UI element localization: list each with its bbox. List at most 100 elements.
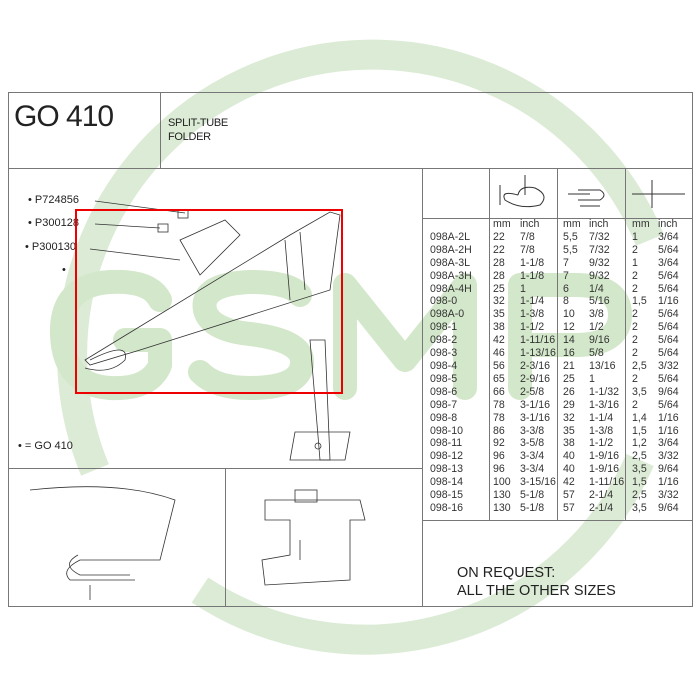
- table-cell: 1,4: [632, 411, 647, 424]
- table-cell: 098-12: [430, 450, 463, 463]
- table-cell: 7/32: [589, 243, 610, 256]
- table-cell: 1-11/16: [589, 476, 625, 489]
- table-cell: 1-11/16: [520, 334, 556, 347]
- table-cell: 1-13/16: [520, 347, 556, 360]
- table-cell: 2,5: [632, 359, 647, 372]
- table-cell: 1/4: [589, 282, 604, 295]
- table-cell: 13/16: [589, 359, 616, 372]
- table-cell: 7/8: [520, 243, 535, 256]
- table-cell: 2-3/16: [520, 359, 551, 372]
- divider: [422, 520, 693, 521]
- table-cell: 5/8: [589, 347, 604, 360]
- table-cell: 2,5: [632, 489, 647, 502]
- table-cell: 1/16: [658, 424, 679, 437]
- part-label: • P724856: [28, 194, 79, 206]
- table-cell: mm: [632, 218, 650, 230]
- table-cell: 6: [563, 282, 569, 295]
- table-cell: 098-7: [430, 398, 458, 411]
- table-cell: 86: [493, 424, 505, 437]
- table-cell: 3-5/8: [520, 437, 545, 450]
- table-cell: 130: [493, 489, 511, 502]
- table-cell: 098-15: [430, 489, 463, 502]
- table-cell: 28: [493, 269, 505, 282]
- table-header-icons: [499, 175, 685, 208]
- table-cell: 57: [563, 489, 575, 502]
- table-cell: 2: [632, 398, 638, 411]
- table-cell: 96: [493, 450, 505, 463]
- note-line: ON REQUEST:: [457, 565, 556, 581]
- table-cell: 35: [493, 308, 505, 321]
- table-cell: 12: [563, 321, 575, 334]
- table-cell: 5/64: [658, 334, 679, 347]
- table-cell: 96: [493, 463, 505, 476]
- table-cell: 14: [563, 334, 575, 347]
- table-cell: 5/64: [658, 347, 679, 360]
- table-cell: 1-3/8: [589, 424, 614, 437]
- table-cell: 3/64: [658, 256, 679, 269]
- table-cell: 3/32: [658, 359, 679, 372]
- table-cell: 3,5: [632, 463, 647, 476]
- table-cell: 8: [563, 295, 569, 308]
- table-cell: 098-8: [430, 411, 458, 424]
- table-cell: 16: [563, 347, 575, 360]
- highlight-box: [75, 209, 343, 394]
- table-cell: 1,5: [632, 424, 647, 437]
- table-cell: 098A-4H: [430, 282, 472, 295]
- sheet-frame: [8, 92, 693, 607]
- table-cell: 46: [493, 347, 505, 360]
- table-cell: 3/64: [658, 230, 679, 243]
- table-cell: 1/2: [589, 321, 604, 334]
- table-cell: 2-1/4: [589, 489, 614, 502]
- divider: [422, 168, 423, 607]
- table-cell: 1-1/8: [520, 269, 545, 282]
- table-cell: 92: [493, 437, 505, 450]
- table-cell: 5/64: [658, 282, 679, 295]
- table-cell: 32: [563, 411, 575, 424]
- table-cell: 098A-0: [430, 308, 465, 321]
- table-cell: 098A-3H: [430, 269, 472, 282]
- table-cell: 3/32: [658, 450, 679, 463]
- table-cell: 1,5: [632, 295, 647, 308]
- table-cell: 7: [563, 256, 569, 269]
- table-cell: 32: [493, 295, 505, 308]
- divider: [489, 168, 490, 520]
- table-cell: 098-2: [430, 334, 458, 347]
- table-cell: 1-1/4: [589, 411, 614, 424]
- table-cell: 7/32: [589, 230, 610, 243]
- table-cell: 9/64: [658, 463, 679, 476]
- table-cell: 1/16: [658, 411, 679, 424]
- table-cell: 098-3: [430, 347, 458, 360]
- divider: [160, 92, 161, 168]
- table-cell: 2,5: [632, 450, 647, 463]
- table-cell: 10: [563, 308, 575, 321]
- table-cell: 9/64: [658, 501, 679, 514]
- table-cell: 1-1/8: [520, 256, 545, 269]
- table-cell: 2: [632, 269, 638, 282]
- table-cell: 098-16: [430, 501, 463, 514]
- divider: [8, 468, 422, 469]
- table-cell: 29: [563, 398, 575, 411]
- table-cell: 9/32: [589, 269, 610, 282]
- table-cell: 9/16: [589, 334, 610, 347]
- table-cell: 2: [632, 282, 638, 295]
- table-cell: 3-3/8: [520, 424, 545, 437]
- table-cell: 098A-3L: [430, 256, 471, 269]
- divider: [225, 468, 226, 607]
- watermark-letters: [49, 269, 632, 401]
- part-label: •: [62, 264, 66, 276]
- table-cell: 098A-2H: [430, 243, 472, 256]
- table-cell: 098-10: [430, 424, 463, 437]
- table-cell: 1-3/8: [520, 308, 545, 321]
